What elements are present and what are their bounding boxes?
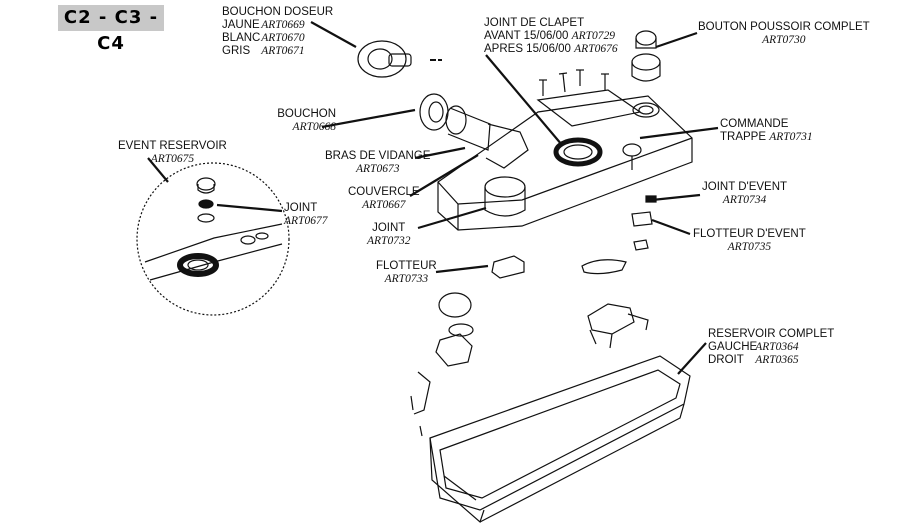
title: JOINT D'EVENT [702, 181, 788, 193]
part-ref: ART0667 [362, 199, 406, 211]
title: JOINT [372, 222, 406, 234]
trap-mechanism-part [588, 304, 648, 348]
leader-bras-de-vidange [415, 148, 465, 158]
label-flotteur: FLOTTEUR ART0733 [376, 260, 437, 286]
color-label: BLANC [222, 32, 261, 44]
leader-flotteur [436, 266, 488, 272]
label-joint-0732: JOINT ART0732 [367, 222, 410, 248]
line2-row: TRAPPE ART0731 [720, 131, 813, 144]
side-label: DROIT [708, 354, 744, 366]
label-joint-0677: JOINT ART0677 [284, 202, 327, 228]
row-jaune: JAUNE ART0669 [222, 19, 333, 32]
model-badge: C2 - C3 - C4 [58, 5, 164, 54]
reservoir-part [430, 356, 690, 522]
title: FLOTTEUR D'EVENT [693, 228, 806, 240]
part-ref: ART0732 [367, 235, 411, 247]
label-reservoir-complet: RESERVOIR COMPLET GAUCHE ART0364 DROIT A… [708, 328, 834, 367]
date-label: APRES 15/06/00 [484, 43, 571, 55]
part-ref: ART0735 [727, 241, 772, 253]
label-bouchon: BOUCHON ART0668 [272, 108, 336, 134]
row-blanc: BLANC ART0670 [222, 32, 333, 45]
leader-flotteur-event [652, 220, 690, 234]
event-reservoir-detail [137, 163, 289, 315]
leader-event-reservoir [148, 158, 168, 182]
part-ref: ART0676 [574, 43, 618, 55]
date-label: AVANT 15/06/00 [484, 30, 569, 42]
leader-bouchon-doseur [311, 22, 356, 47]
line2: TRAPPE [720, 131, 767, 143]
row-apres: APRES 15/06/00 ART0676 [484, 43, 618, 56]
color-label: GRIS [222, 45, 251, 57]
title: BRAS DE VIDANGE [325, 150, 431, 162]
part-ref: ART0365 [755, 354, 799, 366]
leader-joint-0732 [418, 208, 486, 228]
label-joint-event: JOINT D'EVENT ART0734 [702, 181, 787, 207]
title: RESERVOIR COMPLET [708, 328, 835, 340]
part-ref: ART0364 [755, 341, 799, 353]
part-ref: ART0669 [261, 19, 305, 31]
part-ref: ART0730 [762, 34, 806, 46]
leader-commande-trappe [640, 128, 718, 138]
part-ref: ART0677 [284, 215, 328, 227]
part-ref: ART0670 [261, 32, 305, 44]
part-ref: ART0671 [261, 45, 305, 57]
leader-joint-de-clapet [486, 55, 562, 145]
title: COUVERCLE [348, 186, 420, 198]
event-small-parts [632, 196, 656, 250]
label-bras-de-vidange: BRAS DE VIDANGE ART0673 [325, 150, 430, 176]
title: EVENT RESERVOIR [118, 140, 227, 152]
bouchon-doseur-part [358, 41, 442, 77]
title: BOUCHON [277, 108, 336, 120]
part-ref: ART0734 [722, 194, 767, 206]
label-bouchon-doseur: BOUCHON DOSEUR JAUNE ART0669 BLANC ART06… [222, 6, 333, 58]
part-ref: ART0668 [292, 121, 336, 133]
leader-lines [148, 22, 718, 374]
color-label: JAUNE [222, 19, 260, 31]
row-avant: AVANT 15/06/00 ART0729 [484, 30, 618, 43]
leader-joint-event [652, 195, 700, 200]
bras-de-vidange-part [420, 94, 528, 168]
part-ref: ART0673 [356, 163, 400, 175]
part-ref: ART0733 [384, 273, 429, 285]
flotteur-part [492, 256, 626, 278]
row-gauche: GAUCHE ART0364 [708, 341, 834, 354]
title: BOUCHON DOSEUR [222, 6, 334, 18]
part-ref: ART0675 [150, 153, 195, 165]
screws [539, 70, 609, 96]
row-gris: GRIS ART0671 [222, 45, 333, 58]
leader-bouton-poussoir [656, 33, 697, 47]
bouton-poussoir-part [632, 31, 660, 117]
label-bouton-poussoir: BOUTON POUSSOIR COMPLET ART0730 [698, 21, 870, 47]
label-joint-de-clapet: JOINT DE CLAPET AVANT 15/06/00 ART0729 A… [484, 17, 618, 56]
part-ref: ART0731 [769, 131, 813, 143]
couvercle-part [438, 90, 692, 230]
label-commande-trappe: COMMANDE TRAPPE ART0731 [720, 118, 813, 144]
leader-reservoir [678, 343, 706, 374]
row-droit: DROIT ART0365 [708, 354, 834, 367]
valve-mechanism-part [411, 293, 473, 436]
leader-joint-0677 [217, 205, 282, 211]
line1: COMMANDE [720, 118, 789, 130]
title: JOINT [284, 202, 318, 214]
side-label: GAUCHE [708, 341, 758, 353]
part-ref: ART0729 [571, 30, 616, 42]
leader-bouchon [322, 110, 415, 127]
label-flotteur-event: FLOTTEUR D'EVENT ART0735 [693, 228, 806, 254]
label-couvercle: COUVERCLE ART0667 [348, 186, 420, 212]
title: JOINT DE CLAPET [484, 17, 585, 29]
label-event-reservoir: EVENT RESERVOIR ART0675 [118, 140, 227, 166]
title: BOUTON POUSSOIR COMPLET [698, 21, 870, 33]
title: FLOTTEUR [376, 260, 437, 272]
